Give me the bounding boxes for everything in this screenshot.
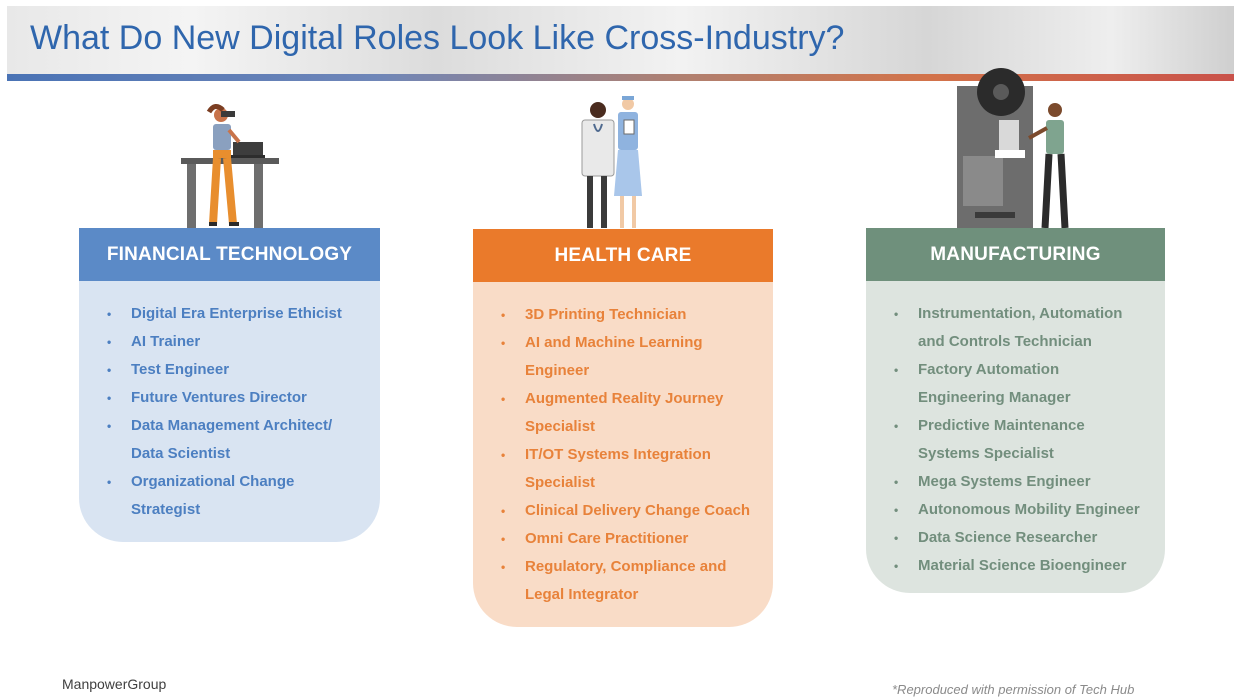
bullet-icon: • [894,475,899,489]
bullet-icon: • [501,392,506,406]
bullet-icon: • [501,308,506,322]
title-accent-bar [7,74,1234,81]
slide-title: What Do New Digital Roles Look Like Cros… [30,19,845,57]
list-item: •Test Engineer [79,356,380,384]
financial-technology-heading: FINANCIAL TECHNOLOGY [79,228,380,281]
bullet-icon: • [501,336,506,350]
bullet-icon: • [894,559,899,573]
list-item: •Data Management Architect/Data Scientis… [79,412,380,468]
bullet-icon: • [107,419,112,433]
financial-technology-role-list: •Digital Era Enterprise Ethicist •AI Tra… [79,281,380,542]
bullet-icon: • [501,532,506,546]
bullet-icon: • [107,363,112,377]
list-item: •Clinical Delivery Change Coach [473,497,773,525]
doctor-and-nurse-illustration [581,96,642,228]
bullet-icon: • [894,307,899,321]
footer-attribution: *Reproduced with permission of Tech Hub [892,682,1135,697]
list-item: •Material Science Bioengineer [866,552,1165,580]
bullet-icon: • [107,475,112,489]
health-care-role-list: •3D Printing Technician •AI and Machine … [473,282,773,627]
list-item: •3D Printing Technician [473,301,773,329]
bullet-icon: • [107,391,112,405]
manufacturing-heading: MANUFACTURING [866,228,1165,281]
list-item: •Digital Era Enterprise Ethicist [79,300,380,328]
bullet-icon: • [894,363,899,377]
list-item: •Omni Care Practitioner [473,525,773,553]
health-care-heading: HEALTH CARE [473,229,773,282]
person-vr-laptop-desk-illustration [181,104,279,230]
bullet-icon: • [107,335,112,349]
bullet-icon: • [894,419,899,433]
bullet-icon: • [501,448,506,462]
list-item: •Autonomous Mobility Engineer [866,496,1165,524]
list-item: •Data Science Researcher [866,524,1165,552]
list-item: •AI Trainer [79,328,380,356]
list-item: •Mega Systems Engineer [866,468,1165,496]
title-banner: What Do New Digital Roles Look Like Cros… [7,6,1234,74]
worker-at-machine-illustration [957,68,1069,232]
bullet-icon: • [501,560,506,574]
bullet-icon: • [894,531,899,545]
bullet-icon: • [107,307,112,321]
bullet-icon: • [501,504,506,518]
bullet-icon: • [894,503,899,517]
footer-brand: ManpowerGroup [62,676,167,692]
list-item: •Future Ventures Director [79,384,380,412]
